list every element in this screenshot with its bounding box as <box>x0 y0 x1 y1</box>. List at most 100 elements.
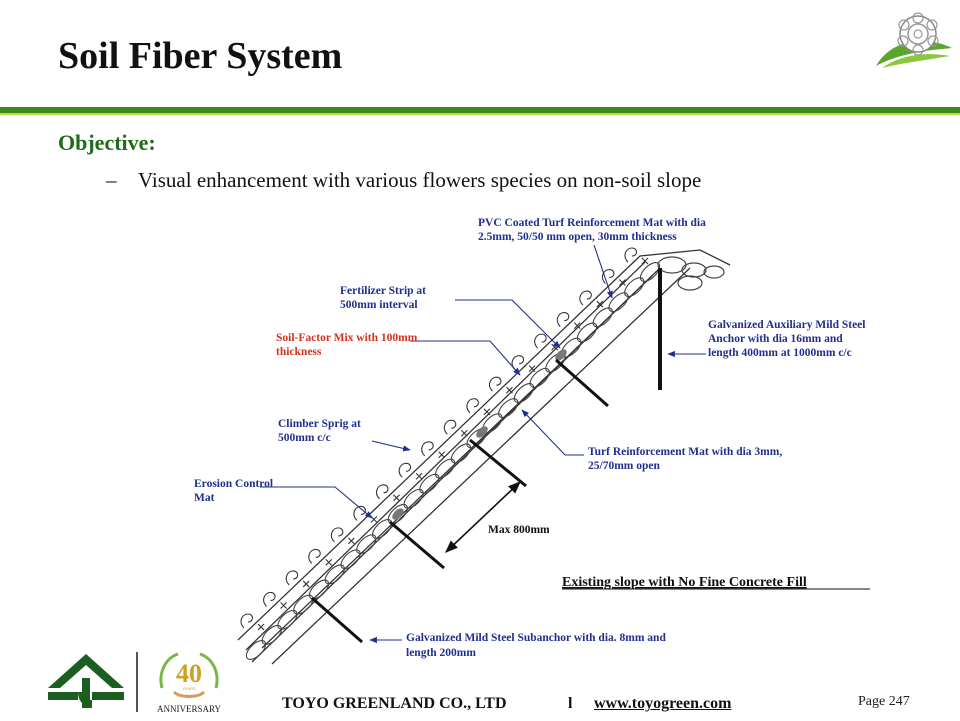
label-anchor-2: Anchor with dia 16mm and <box>708 333 843 345</box>
sprig <box>601 268 615 284</box>
label-erosion-2: Mat <box>194 492 215 504</box>
sprig <box>240 613 254 629</box>
label-climber-1: Climber Sprig at <box>278 418 361 430</box>
page-number: Page 247 <box>858 694 910 709</box>
sprig <box>421 441 434 457</box>
sprig-mark <box>415 472 423 480</box>
objective-bullet: –Visual enhancement with various flowers… <box>106 168 701 193</box>
label-pvc-2: 2.5mm, 50/50 mm open, 30mm thickness <box>478 231 677 243</box>
mesh-cell <box>371 519 393 539</box>
label-fert-1: Fertilizer Strip at <box>340 285 426 297</box>
max-dimension-arrow <box>445 481 521 553</box>
objective-colon: : <box>148 130 156 155</box>
climber-sprigs <box>240 247 649 631</box>
sprig <box>443 419 457 435</box>
sprig-mark <box>483 408 491 416</box>
mesh-cell <box>608 292 629 313</box>
bullet-text: Visual enhancement with various flowers … <box>138 168 702 192</box>
label-soil-2: thickness <box>276 346 322 358</box>
sprig <box>624 247 638 263</box>
objective-heading-text: Objective <box>58 130 149 155</box>
mesh-cell <box>450 443 472 464</box>
mesh-cell <box>624 277 645 298</box>
label-fert-2: 500mm interval <box>340 299 418 311</box>
mesh-cell <box>356 534 377 555</box>
anniversary-badge: 40 YEARS ANNIVERSARY <box>152 648 226 721</box>
mesh-cell <box>387 503 408 524</box>
sprig <box>285 570 299 586</box>
footer-separator <box>136 652 138 712</box>
footer-company: TOYO GREENLAND CO., LTD <box>282 695 507 712</box>
mesh-cell <box>419 473 440 494</box>
page-title: Soil Fiber System <box>58 35 343 77</box>
label-pvc-1: PVC Coated Turf Reinforcement Mat with d… <box>478 217 706 229</box>
anniversary-years: YEARS <box>182 686 196 691</box>
label-anchor-3: length 400mm at 1000mm c/c <box>708 347 852 359</box>
soil-fiber-diagram: PVC Coated Turf Reinforcement Mat with d… <box>194 217 870 665</box>
top-logo-icon <box>872 8 956 77</box>
sprig <box>511 355 525 371</box>
sprig <box>330 527 344 543</box>
sprig <box>263 591 276 607</box>
label-soil-1: Soil-Factor Mix with 100mm <box>276 332 418 344</box>
sprig-mark <box>506 386 513 394</box>
sprig-mark <box>619 279 626 286</box>
pvc-leader <box>593 244 613 299</box>
sprig-mark <box>596 300 604 308</box>
label-existing: Existing slope with No Fine Concrete Fil… <box>562 575 807 590</box>
footer-url-link[interactable]: www.toyogreen.com <box>594 695 732 712</box>
sprig-mark <box>460 429 468 437</box>
sprig-mark <box>347 537 355 545</box>
label-turf-1: Turf Reinforcement Mat with dia 3mm, <box>588 446 782 458</box>
mesh-cell <box>434 458 456 479</box>
sprig-mark <box>257 623 265 631</box>
sprig-mark <box>641 257 649 265</box>
label-anchor-1: Galvanized Auxiliary Mild Steel <box>708 319 866 331</box>
mesh-cell <box>340 549 361 570</box>
mesh-cell <box>529 367 550 388</box>
anniversary-text: ANNIVERSARY <box>157 704 222 714</box>
label-sub-1: Galvanized Mild Steel Subanchor with dia… <box>406 632 666 644</box>
bullet-dash: – <box>106 168 117 192</box>
mesh-cell <box>245 640 267 660</box>
turf-leader <box>521 409 584 456</box>
sub-anchors <box>311 358 609 644</box>
mesh-cell <box>498 398 519 419</box>
mesh-cell <box>324 564 345 585</box>
mesh-cells <box>245 262 661 660</box>
sprig-mark <box>302 580 310 588</box>
label-erosion-1: Erosion Control <box>194 478 273 490</box>
header-divider-accent <box>0 113 960 115</box>
fert-leader <box>455 299 561 349</box>
objective-heading: Objective: <box>58 130 156 156</box>
sprig-mark <box>573 322 581 329</box>
sprig <box>534 333 547 349</box>
sprig <box>466 398 479 414</box>
sprig <box>488 376 502 392</box>
label-sub-2: length 200mm <box>406 647 476 659</box>
erosion-leader <box>260 486 373 519</box>
sprig-mark <box>393 494 400 502</box>
mat-top-end <box>657 256 725 291</box>
sprig <box>353 505 366 521</box>
label-turf-2: 25/70mm open <box>588 460 660 472</box>
sprig <box>308 548 321 564</box>
anniversary-number: 40 <box>176 659 202 688</box>
header-divider <box>0 107 960 113</box>
sprig <box>376 484 389 500</box>
mesh-cell <box>513 383 535 403</box>
sprig <box>556 312 570 327</box>
sprig-mark <box>528 365 536 373</box>
company-logo-icon <box>44 648 128 717</box>
sprig <box>398 462 412 478</box>
mesh-cell <box>261 624 282 645</box>
mesh-cell <box>592 307 613 328</box>
soil-leader <box>410 340 521 376</box>
sprig-mark <box>438 451 446 459</box>
climber-leader <box>371 440 411 452</box>
mesh-cell <box>308 579 330 600</box>
mesh-cell <box>293 594 314 615</box>
mesh-cell <box>576 322 598 343</box>
mesh-cell <box>277 609 298 630</box>
fertilizer-strips <box>392 349 567 520</box>
